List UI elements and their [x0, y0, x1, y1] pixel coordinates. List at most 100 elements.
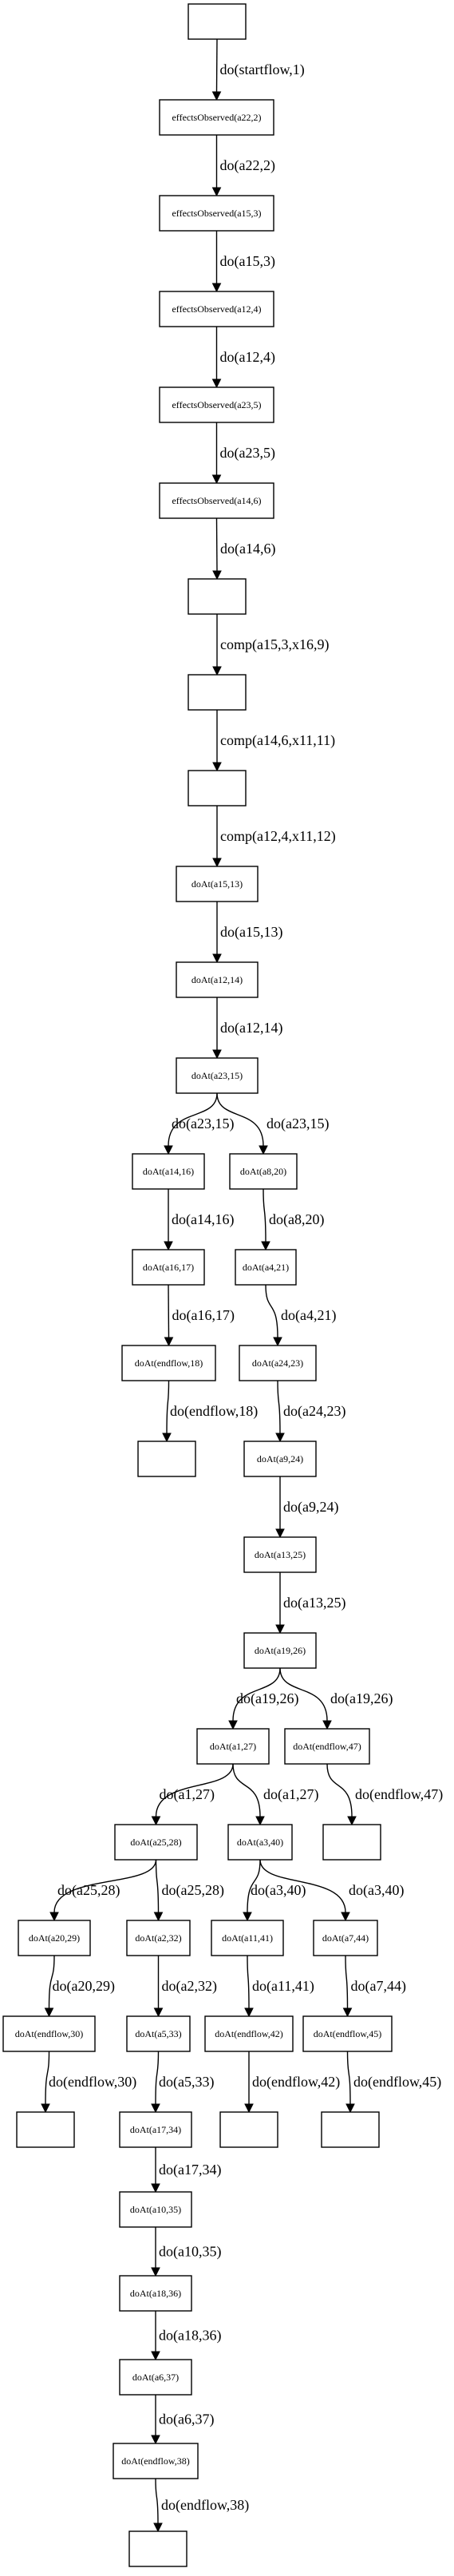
arrowhead-icon [212, 762, 222, 772]
node-label: doAt(endflow,42) [215, 2028, 283, 2039]
node-label: doAt(a1,27) [210, 1741, 256, 1752]
edge-label: do(a14,16) [172, 1211, 234, 1228]
edge-line [345, 1955, 349, 2009]
edge-label: do(a24,23) [283, 1403, 345, 1420]
edge-label: do(a2,32) [162, 1978, 217, 1995]
node-label: effectsObserved(a22,2) [172, 112, 261, 123]
transition-edge: do(a18,36) [151, 2311, 221, 2361]
node-box [188, 3, 247, 40]
node-box [322, 1824, 381, 1861]
node-label: doAt(a5,33) [135, 2028, 181, 2039]
transition-edge: do(a12,4) [211, 327, 275, 389]
state-node: doAt(a4,21) [235, 1249, 297, 1286]
state-node: doAt(a1,27) [196, 1728, 270, 1765]
node-box [229, 1153, 298, 1190]
edge-label: do(a15,13) [220, 924, 282, 941]
node-label: doAt(a23,15) [191, 1070, 243, 1081]
node-box [113, 2443, 199, 2479]
edge-line [259, 1859, 346, 1913]
edge-line [279, 1667, 328, 1722]
arrowhead-icon [243, 1912, 252, 1922]
edge-line [232, 1763, 261, 1817]
transition-edge: do(a23,5) [211, 422, 275, 485]
edge-line [168, 1092, 218, 1147]
transition-edge: do(endflow,47) [326, 1763, 443, 1826]
empty-state-node [188, 578, 247, 615]
node-box [211, 1920, 284, 1956]
state-node: effectsObserved(a14,6) [159, 482, 274, 519]
transition-edge: do(a22,2) [211, 135, 275, 197]
arrowhead-icon [49, 1912, 59, 1922]
node-box [119, 2275, 192, 2312]
transition-edge: do(a11,41) [244, 1955, 314, 2018]
edge-line [215, 38, 218, 93]
node-label: effectsObserved(a15,3) [172, 208, 261, 219]
arrowhead-icon [151, 2103, 160, 2114]
edge-label: do(a3,40) [349, 1882, 404, 1899]
node-label: doAt(a13,25) [255, 1549, 306, 1560]
edge-line [263, 1188, 266, 1242]
node-box [219, 2111, 278, 2148]
edge-label: do(a18,36) [159, 2328, 221, 2344]
state-node: doAt(a19,26) [243, 1632, 317, 1669]
transition-edge: do(a15,3) [211, 231, 275, 293]
transition-edge: comp(a15,3,x16,9) [212, 614, 329, 676]
transition-edge: do(endflow,30) [41, 2051, 136, 2114]
empty-state-node [219, 2111, 278, 2148]
node-label: doAt(a4,21) [243, 1262, 289, 1273]
node-box [126, 2015, 191, 2052]
edge-label: do(a1,27) [160, 1786, 215, 1803]
arrowhead-icon [211, 283, 222, 293]
node-label: doAt(endflow,45) [314, 2028, 382, 2039]
node-label: doAt(a14,16) [143, 1166, 194, 1177]
transition-edge: do(a1,27) [151, 1763, 234, 1826]
state-node: effectsObserved(a15,3) [159, 195, 274, 232]
node-label: doAt(endflow,18) [135, 1357, 203, 1369]
arrowhead-icon [211, 91, 222, 101]
node-label: doAt(a3,40) [237, 1837, 283, 1848]
state-node: doAt(a6,37) [119, 2359, 192, 2396]
node-label: doAt(a11,41) [222, 1932, 273, 1944]
node-box [302, 2015, 393, 2052]
edge-label: do(a17,34) [159, 2162, 221, 2178]
node-box [176, 866, 259, 902]
arrowhead-icon [273, 1337, 282, 1347]
edge-line [48, 1955, 55, 2009]
arrowhead-icon [275, 1624, 285, 1635]
state-node: doAt(a3,40) [227, 1824, 293, 1861]
edge-line [265, 1284, 278, 1338]
state-node: doAt(a25,28) [114, 1824, 198, 1861]
arrowhead-icon [151, 2183, 160, 2194]
edge-label: do(a23,15) [172, 1116, 234, 1132]
edge-line [277, 1380, 281, 1434]
state-node: doAt(endflow,47) [284, 1728, 370, 1765]
arrowhead-icon [151, 2351, 160, 2361]
edge-line [215, 517, 218, 572]
node-label: doAt(endflow,38) [121, 2455, 190, 2467]
state-node: effectsObserved(a23,5) [159, 386, 274, 423]
edge-label: do(startflow,1) [220, 61, 305, 78]
transition-edge: comp(a12,4,x11,12) [212, 806, 336, 868]
edge-label: comp(a12,4,x11,12) [220, 828, 336, 845]
edge-label: do(a3,40) [251, 1882, 306, 1899]
arrowhead-icon [153, 2007, 164, 2018]
arrowhead-icon [212, 570, 222, 581]
edge-label: do(endflow,38) [161, 2497, 249, 2514]
edge-label: do(a16,17) [172, 1307, 235, 1324]
state-node: doAt(a13,25) [243, 1536, 317, 1573]
empty-state-node [16, 2111, 75, 2148]
edge-label: do(a11,41) [252, 1978, 314, 1995]
transition-edge: do(a25,28) [153, 1859, 224, 1922]
edge-label: do(a1,27) [263, 1786, 318, 1803]
edge-line [326, 1763, 353, 1817]
edge-line [247, 1955, 250, 2009]
arrowhead-icon [211, 187, 222, 197]
node-box [176, 961, 259, 998]
arrowhead-icon [322, 1720, 332, 1730]
state-node: doAt(a2,32) [126, 1920, 191, 1956]
state-node: doAt(endflow,38) [113, 2443, 199, 2479]
node-box [137, 1441, 196, 1477]
state-node: doAt(a17,34) [119, 2111, 192, 2148]
node-label: doAt(a6,37) [132, 2372, 179, 2383]
